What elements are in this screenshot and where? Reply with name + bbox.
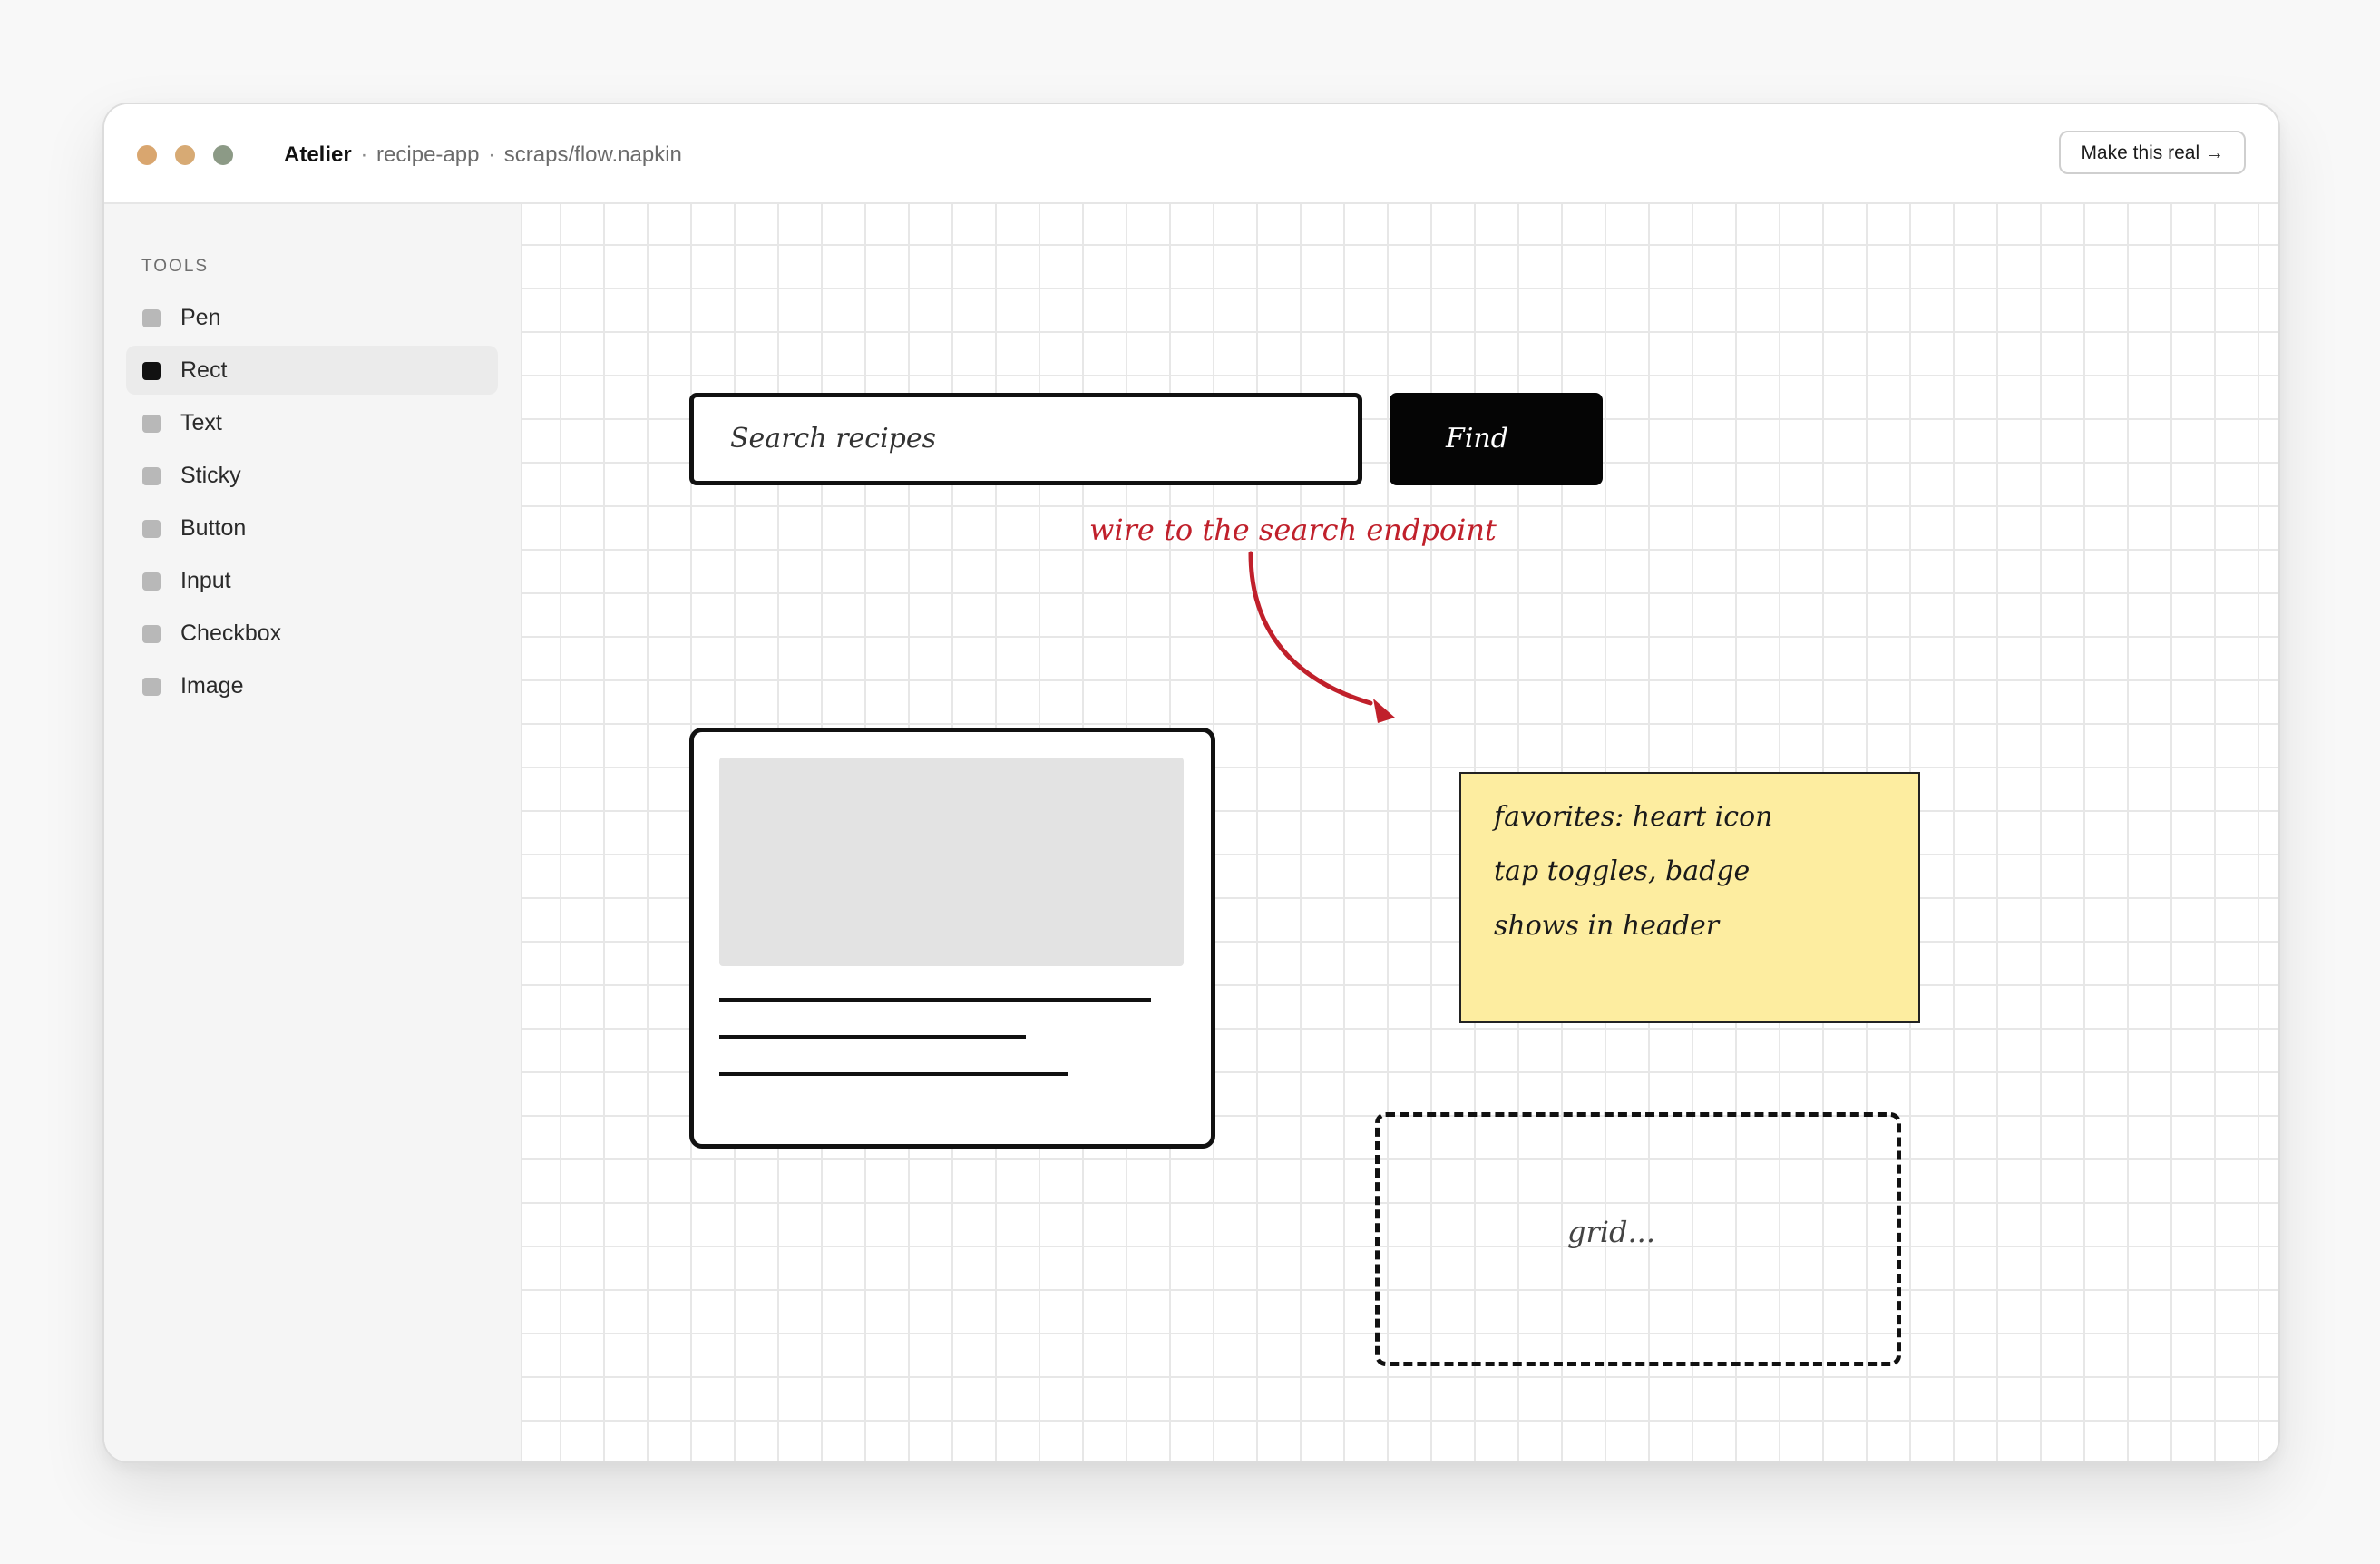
annotation-note[interactable]: wire to the search endpoint [1089,513,1497,547]
title-bar: Atelier · recipe-app · scraps/flow.napki… [104,104,2278,204]
breadcrumb-file[interactable]: scraps/flow.napkin [503,142,682,167]
sticky-note[interactable]: favorites: heart icon tap toggles, badge… [1459,772,1920,1023]
tool-button[interactable]: Button [126,503,498,552]
breadcrumb-project[interactable]: recipe-app [376,142,480,167]
tools-list: Pen Rect Text Sticky Button Input [126,293,498,714]
breadcrumb-app: Atelier [284,142,352,167]
sticky-line: shows in header [1494,910,1720,942]
minimize-dot[interactable] [175,145,195,165]
maximize-dot[interactable] [213,145,233,165]
tools-sidebar: TOOLS Pen Rect Text Sticky Button [104,204,522,1461]
tool-rect[interactable]: Rect [126,346,498,395]
tool-sticky[interactable]: Sticky [126,451,498,500]
tool-swatch-icon [142,678,161,696]
tool-swatch-icon [142,572,161,591]
tool-image[interactable]: Image [126,661,498,710]
tool-checkbox[interactable]: Checkbox [126,609,498,658]
tool-input[interactable]: Input [126,556,498,605]
sticky-line: favorites: heart icon [1494,801,1773,833]
app-window: Atelier · recipe-app · scraps/flow.napki… [102,103,2280,1463]
wireframe-image-placeholder [719,758,1184,966]
wireframe-text-line [719,1072,1068,1076]
sketch-canvas[interactable]: Search recipes Find wire to the search e… [522,204,2278,1461]
tool-label: Image [180,673,244,699]
tool-label: Checkbox [180,621,282,646]
breadcrumb: Atelier · recipe-app · scraps/flow.napki… [284,137,682,173]
tool-label: Input [180,568,231,593]
placeholder-label: grid... [1567,1215,1656,1249]
tool-swatch-icon [142,415,161,433]
breadcrumb-separator: · [488,142,496,167]
tool-swatch-icon [142,520,161,538]
tool-label: Rect [180,357,228,383]
wireframe-input-text: Search recipes [730,423,937,455]
wireframe-card[interactable] [689,728,1215,1149]
tool-label: Button [180,515,247,541]
breadcrumb-separator: · [360,142,368,167]
dashed-placeholder-box[interactable]: grid... [1375,1112,1901,1366]
sticky-line: tap toggles, badge [1494,855,1751,887]
tool-swatch-icon [142,467,161,485]
wireframe-text-line [719,998,1151,1002]
tool-label: Sticky [180,463,241,488]
wireframe-text-line [719,1035,1026,1039]
wireframe-search-input[interactable]: Search recipes [689,393,1362,485]
tool-swatch-icon [142,309,161,327]
tool-swatch-icon [142,625,161,643]
tool-pen[interactable]: Pen [126,293,498,342]
tool-label: Text [180,410,222,435]
tool-label: Pen [180,305,221,330]
tool-swatch-icon [142,362,161,380]
tools-heading: TOOLS [141,257,210,276]
wireframe-find-button[interactable]: Find [1390,393,1603,485]
make-real-button[interactable]: Make this real → [2059,131,2246,174]
close-dot[interactable] [137,145,157,165]
wireframe-button-label: Find [1446,423,1508,455]
tool-text[interactable]: Text [126,398,498,447]
